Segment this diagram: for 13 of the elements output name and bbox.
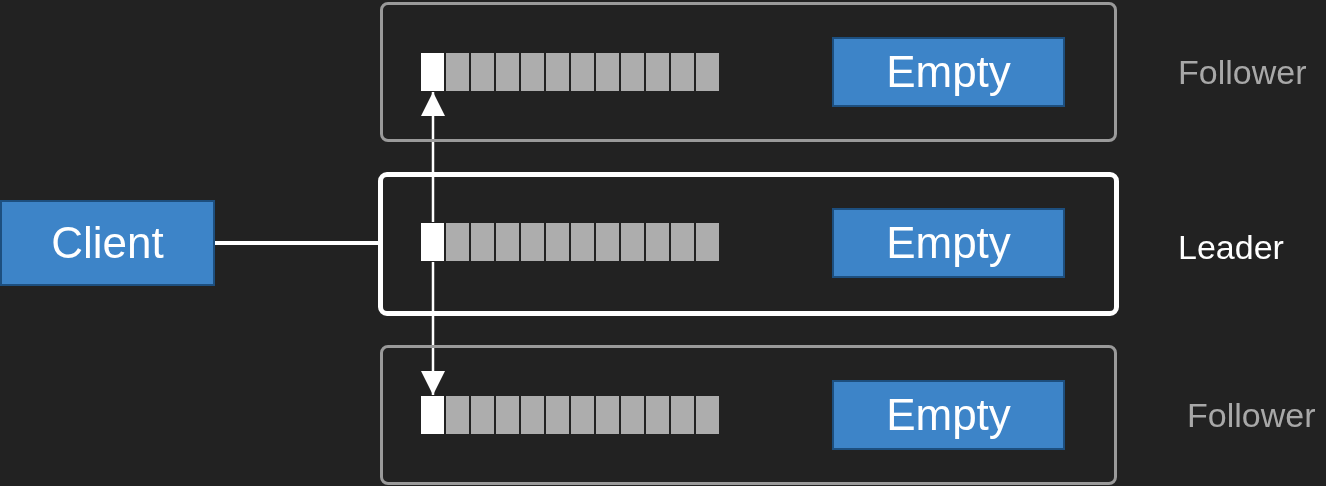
connector-line bbox=[215, 241, 378, 245]
client-box: Client bbox=[0, 200, 215, 286]
arrow bbox=[421, 262, 445, 395]
server-box bbox=[380, 2, 1117, 142]
server-box bbox=[378, 172, 1119, 316]
role-label: Leader bbox=[1178, 228, 1284, 267]
arrow bbox=[421, 92, 445, 222]
state-machine-box: Empty bbox=[832, 208, 1065, 278]
role-label: Follower bbox=[1178, 53, 1307, 92]
state-machine-box: Empty bbox=[832, 380, 1065, 450]
server-box bbox=[380, 345, 1117, 485]
state-machine-box: Empty bbox=[832, 37, 1065, 107]
role-label: Follower bbox=[1187, 396, 1316, 435]
